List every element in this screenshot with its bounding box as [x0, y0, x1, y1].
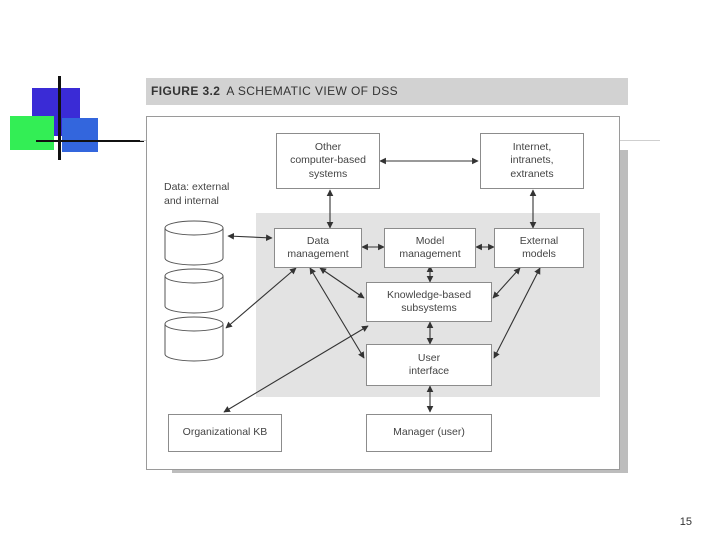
slide-ornament: [0, 0, 160, 170]
node-data-management: Data management: [274, 228, 362, 268]
node-other-systems: Other computer-based systems: [276, 133, 380, 189]
arrow-orgkb-knowledge: [223, 325, 369, 413]
node-organizational-kb: Organizational KB: [168, 414, 282, 452]
arrow-data-knowledge: [319, 267, 365, 299]
node-knowledge-subsystems: Knowledge-based subsystems: [366, 282, 492, 322]
arrow-external-ui: [493, 267, 541, 359]
node-other-systems-label: Other computer-based systems: [290, 141, 366, 180]
ornament-green-square: [10, 116, 54, 150]
node-user-interface: User interface: [366, 344, 492, 386]
database-cylinder-2: [164, 268, 224, 314]
node-external-models-label: External models: [519, 234, 559, 260]
node-model-management: Model management: [384, 228, 476, 268]
figure-caption: FIGURE 3.2 A SCHEMATIC VIEW OF DSS: [146, 78, 628, 105]
figure-title: A SCHEMATIC VIEW OF DSS: [226, 84, 399, 98]
node-manager: Manager (user): [366, 414, 492, 452]
figure-label: FIGURE 3.2: [151, 84, 221, 98]
ornament-light-blue-square: [62, 118, 98, 152]
node-user-interface-label: User interface: [408, 351, 450, 377]
arrow-data-store: [227, 232, 273, 242]
database-cylinder-3: [164, 316, 224, 362]
node-manager-label: Manager (user): [393, 426, 465, 439]
node-external-models: External models: [494, 228, 584, 268]
database-cylinder-1: [164, 220, 224, 266]
data-sources-label: Data: external and internal: [164, 181, 230, 207]
frame-shadow-right: [620, 150, 628, 472]
node-internet-label: Internet, intranets, extranets: [510, 141, 554, 180]
arrow-external-knowledge: [492, 267, 521, 299]
slide-page-number: 15: [679, 516, 692, 528]
node-knowledge-subsystems-label: Knowledge-based subsystems: [386, 288, 472, 314]
node-internet: Internet, intranets, extranets: [480, 133, 584, 189]
node-model-management-label: Model management: [399, 234, 461, 260]
node-organizational-kb-label: Organizational KB: [182, 426, 268, 439]
ornament-vertical-line: [58, 76, 61, 160]
frame-shadow-bottom: [172, 470, 628, 473]
ornament-horizontal-line: [36, 140, 144, 142]
arrow-store-data-diagonal: [225, 267, 297, 329]
node-data-management-label: Data management: [287, 234, 349, 260]
